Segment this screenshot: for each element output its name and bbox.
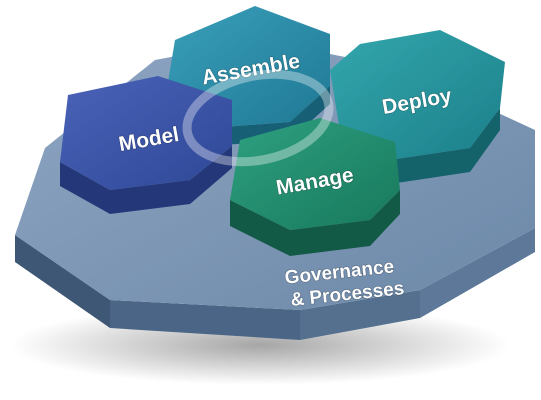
base-side-front <box>110 300 300 340</box>
hex-deploy-top <box>330 30 505 160</box>
base-side-far-right <box>420 228 535 318</box>
hex-manage: Manage <box>230 118 400 256</box>
hex-manage-top <box>230 118 400 230</box>
hex-model-top <box>60 76 232 190</box>
hex-model-side <box>60 146 232 214</box>
hex-model: Model <box>60 76 232 214</box>
hex-manage-side <box>230 190 400 256</box>
base-side-left <box>15 235 110 328</box>
lifecycle-ring <box>182 69 334 167</box>
base-side-right <box>300 290 420 340</box>
